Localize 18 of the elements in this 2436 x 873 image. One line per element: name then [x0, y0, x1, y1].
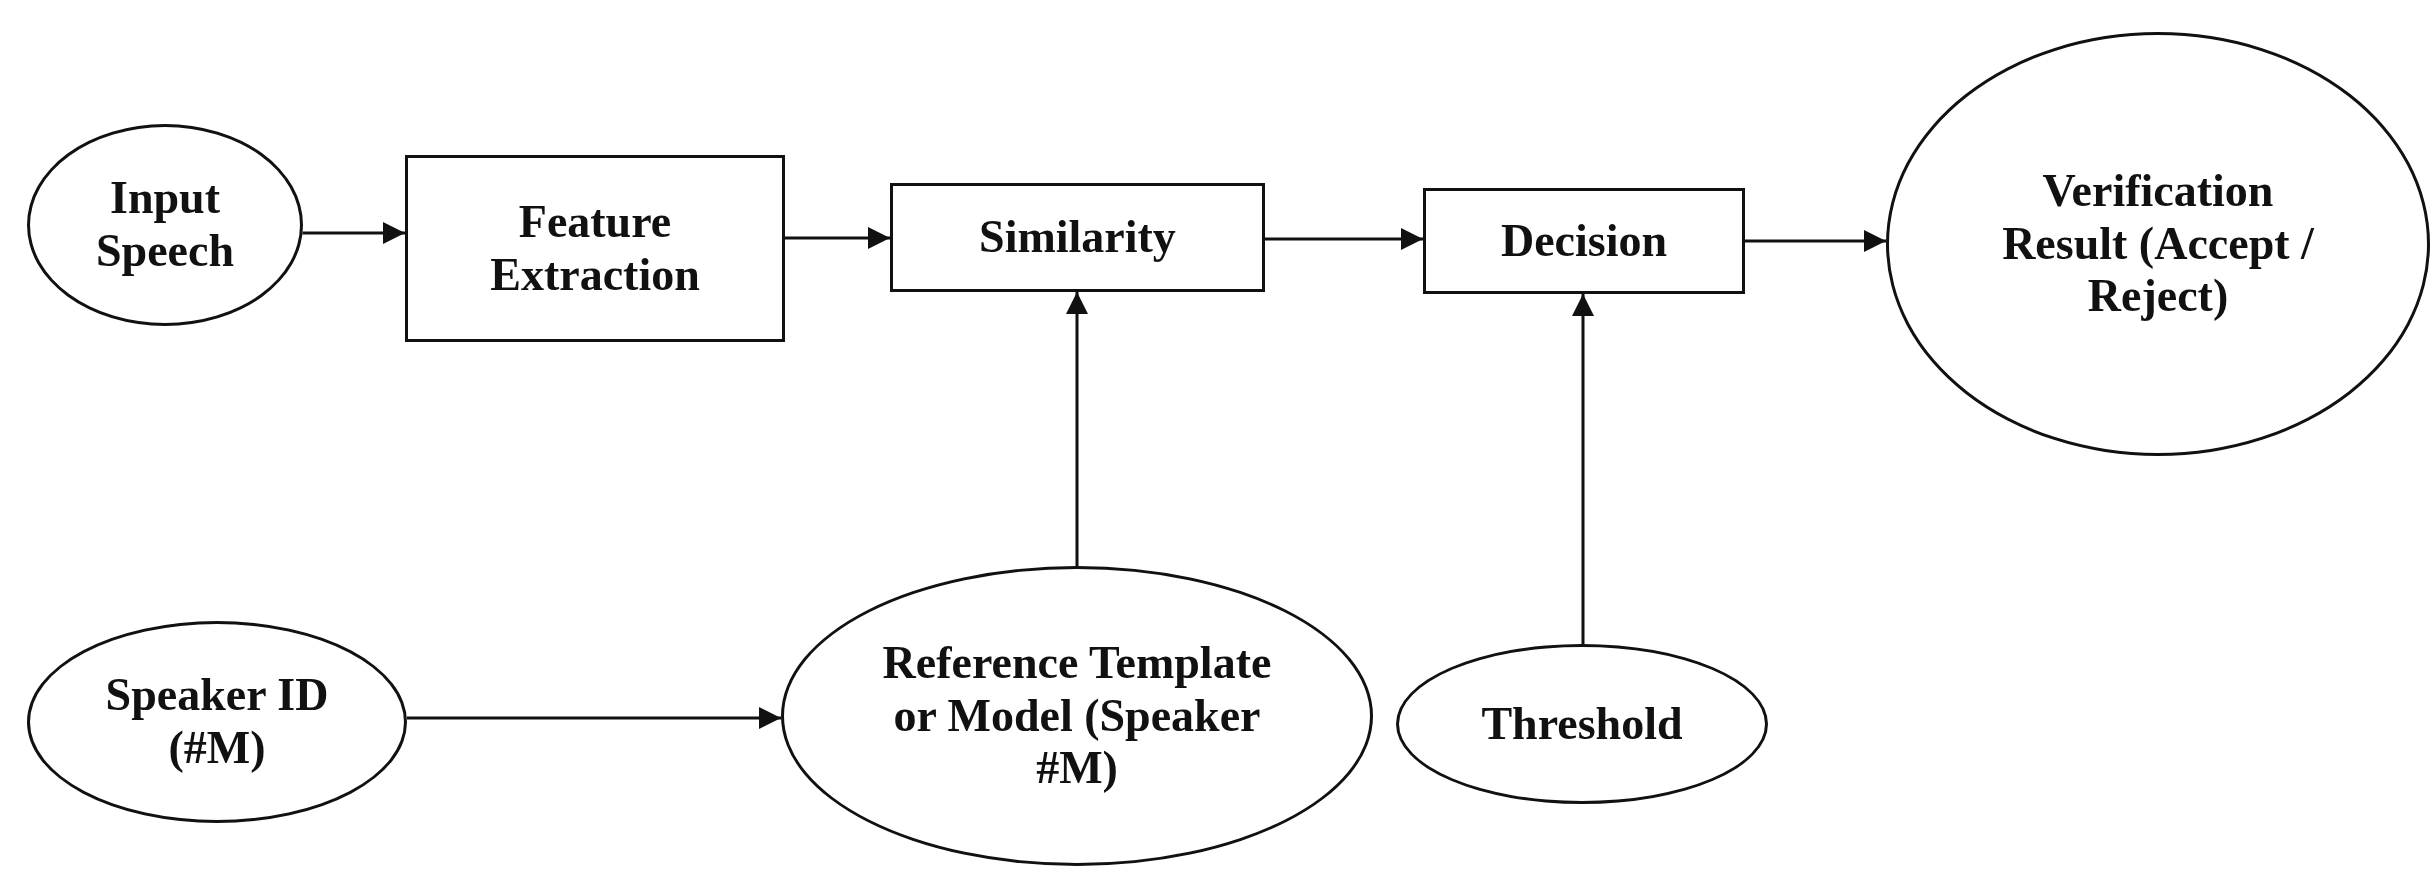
- node-label: Similarity: [979, 211, 1176, 264]
- arrow: [1572, 294, 1594, 644]
- node-label: Input Speech: [95, 172, 235, 278]
- arrow: [406, 707, 782, 729]
- process-box: [1423, 188, 1745, 294]
- arrow: [302, 222, 405, 244]
- process-box: [890, 183, 1265, 292]
- node-label: Decision: [1500, 214, 1668, 268]
- node-label: Reference Template or Model (Speaker #M): [881, 636, 1273, 796]
- arrow: [1265, 228, 1423, 250]
- node-label: Feature Extraction: [489, 195, 701, 302]
- node-label: Verification Result (Accept / Reject): [2001, 164, 2315, 324]
- process-box: [405, 155, 785, 342]
- arrow: [1066, 292, 1088, 566]
- node-label: Threshold: [1481, 697, 1683, 751]
- arrow: [1745, 230, 1887, 252]
- arrow: [785, 227, 890, 249]
- node-label: Speaker ID (#M): [104, 669, 330, 775]
